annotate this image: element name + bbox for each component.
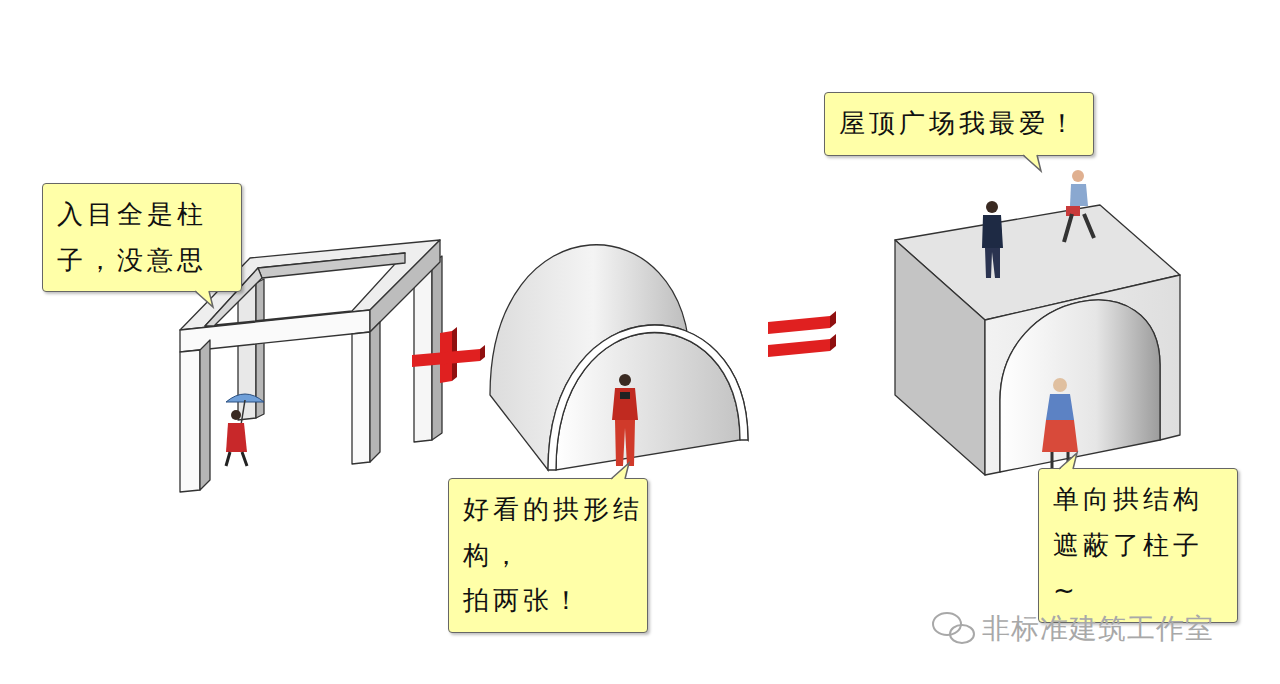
tail-outline: [195, 291, 213, 307]
person-photographer: [612, 374, 638, 466]
tail-outline: [1023, 155, 1041, 171]
rooftop-people: [982, 170, 1094, 278]
tail-fill: [195, 290, 213, 307]
bubble-tail: [1021, 154, 1045, 172]
bubble-text: 单向拱结构 遮蔽了柱子~: [1053, 477, 1223, 614]
bubble-tail: [193, 290, 217, 308]
tail-outline: [611, 463, 629, 479]
speech-bubble: 单向拱结构 遮蔽了柱子~: [1038, 468, 1238, 623]
arch-shell: [490, 245, 748, 470]
bubble-text: 好看的拱形结 构，拍两张！: [463, 487, 633, 624]
bubble-tail: [609, 462, 633, 480]
bubble-text: 入目全是柱 子，没意思: [57, 192, 227, 283]
person-with-umbrella: [226, 394, 264, 466]
equals-sign: [768, 311, 836, 357]
bubble-tail: [1057, 452, 1081, 470]
wechat-icon: [933, 613, 974, 643]
plus-sign: [412, 327, 485, 383]
bubble-text: 屋顶广场我最爱！: [839, 101, 1079, 147]
speech-bubble: 好看的拱形结 构，拍两张！: [448, 478, 648, 633]
tail-outline: [1059, 453, 1077, 469]
tail-fill: [611, 463, 629, 480]
speech-bubble: 屋顶广场我最爱！: [824, 92, 1094, 156]
tail-fill: [1059, 453, 1077, 470]
watermark: 非标准建筑工作室: [982, 610, 1214, 648]
person-under-arch: [1042, 378, 1078, 468]
speech-bubble: 入目全是柱 子，没意思: [42, 183, 242, 292]
tail-fill: [1023, 154, 1041, 171]
arched-block: [895, 205, 1180, 475]
